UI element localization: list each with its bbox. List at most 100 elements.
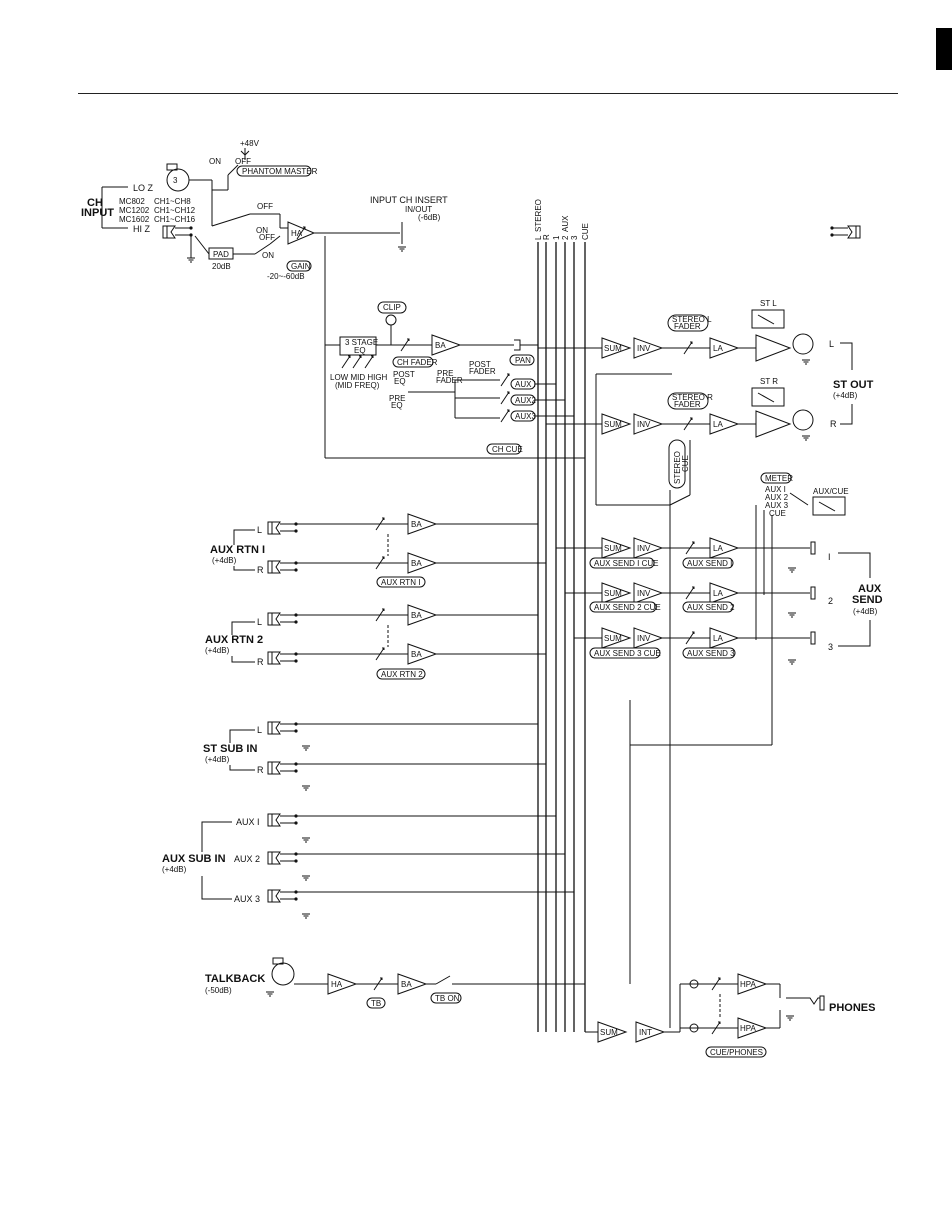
eq-title-1: 3 STAGE <box>345 338 378 347</box>
ch-input-section: 3 LO Z CH INPUT MC802 MC1202 MC1602 CH1~… <box>81 139 861 458</box>
model-mc1602: MC1602 <box>119 215 150 224</box>
aux-send-level-label: (+4dB) <box>853 607 878 616</box>
aux3-label: AUX3 <box>515 412 536 421</box>
inv-r-label: INV <box>637 420 651 429</box>
phantom-off-label: OFF <box>235 157 251 166</box>
stereo-r-fader-label-2: FADER <box>674 400 701 409</box>
st-l-meter-icon <box>751 309 785 329</box>
insert-jack-icon <box>829 225 861 239</box>
post-eq-label-1: POST <box>393 370 415 379</box>
ch-cue-label: CH CUE <box>492 445 523 454</box>
pre-fader-label-2: FADER <box>436 376 463 385</box>
hpa-l-icon <box>737 973 768 995</box>
aux-send2-cue-label: AUX SEND 2 CUE <box>594 603 661 612</box>
tb-pill <box>366 997 386 1009</box>
stereo-l-fader-label-1: STEREO L <box>672 315 712 324</box>
aux-send3-label: AUX SEND 3 <box>687 649 735 658</box>
meter-pill <box>760 472 792 484</box>
ch-fader-label: CH FADER <box>397 358 438 367</box>
channel-strip: CLIP 3 STAGE EQ LOW MID HIGH (MID FREQ) … <box>325 301 585 459</box>
clip-label: CLIP <box>383 303 401 312</box>
aux-send1-cue-pill <box>589 557 655 569</box>
bus-label-r: R <box>542 234 551 240</box>
inv-aux3-label: INV <box>637 634 651 643</box>
phantom-master-label: PHANTOM MASTER <box>242 167 318 176</box>
talkback-ha-label: HA <box>331 980 343 989</box>
stereo-l-fader-label-2: FADER <box>674 322 701 331</box>
sum-aux3-icon <box>601 627 632 649</box>
talkback-ba-label: BA <box>401 980 412 989</box>
tb-label: TB <box>371 999 381 1008</box>
st-l-xlr-icon <box>792 333 814 355</box>
phones-sum-node-l-icon <box>689 979 699 989</box>
svg-text:3: 3 <box>173 176 178 185</box>
cue-phones-pill <box>705 1046 767 1058</box>
channels-16: CH1~CH16 <box>154 215 196 224</box>
pan-pill <box>509 354 535 366</box>
aux-rtn1-r-label: R <box>257 565 264 575</box>
sum-aux2-label: SUM <box>604 589 622 598</box>
aux-rtn1-pill <box>376 576 426 588</box>
aux-rtn2-ba-r-label: BA <box>411 650 422 659</box>
insert-level: (-6dB) <box>418 213 441 222</box>
aux-rtn1-ba-r-label: BA <box>411 559 422 568</box>
aux-sub-in1-jack-icon <box>267 813 299 827</box>
insert-inout: IN/OUT <box>405 205 432 214</box>
aux-send3-cue-pill <box>589 647 661 659</box>
meter-sel-aux1: AUX I <box>765 485 786 494</box>
aux-out3-jack-icon <box>810 631 816 645</box>
aux-sub-in1-label: AUX I <box>236 817 260 827</box>
aux-sub-in2-label: AUX 2 <box>234 854 260 864</box>
talkback-ba-icon <box>397 973 428 995</box>
bus-label-1: 1 <box>552 235 561 240</box>
ha-label: HA <box>291 229 303 238</box>
channels-12: CH1~CH12 <box>154 206 196 215</box>
post-fader-label-1: POST <box>469 360 491 369</box>
sum-aux2-icon <box>601 582 632 604</box>
phones-jack-icon <box>786 997 820 1005</box>
aux-return-section: AUX RTN I (+4dB) L R BA BA AUX RTN I AUX… <box>205 513 546 680</box>
aux-rtn2-ba-l-icon <box>407 604 438 626</box>
sum-r-icon <box>601 413 632 435</box>
aux-rtn1-ba-r-icon <box>407 552 438 574</box>
pan-icon <box>514 339 521 351</box>
aux-send1-pill <box>682 557 734 569</box>
aux-sub-in3-label: AUX 3 <box>234 894 260 904</box>
pad-value-label: 20dB <box>212 262 231 271</box>
st-l-out-amp-icon <box>755 334 792 362</box>
aux-rtn2-level: (+4dB) <box>205 646 230 655</box>
la-aux1-label: LA <box>713 544 723 553</box>
aux-rtn1-l-jack-icon <box>267 521 299 535</box>
aux-rtn2-l-label: L <box>257 617 262 627</box>
st-sub-in-r-jack-icon <box>267 761 299 775</box>
insert-title: INPUT CH INSERT <box>370 195 448 205</box>
bus-label-stereo: STEREO <box>534 199 543 232</box>
aux-rtn1-label: AUX RTN I <box>210 544 265 556</box>
stereo-cue-label-2: CUE <box>681 455 690 472</box>
tb-on-label: TB ON <box>435 994 460 1003</box>
eq-title-2: EQ <box>354 346 366 355</box>
sw-on-label: ON <box>256 226 268 235</box>
hpa-r-label: HPA <box>740 1024 757 1033</box>
talkback-label: TALKBACK <box>205 973 265 985</box>
aux-send1-cue-label: AUX SEND I CUE <box>594 559 658 568</box>
aux-rtn2-ba-l-label: BA <box>411 611 422 620</box>
inv-l-label: INV <box>637 344 651 353</box>
st-r-out-amp-icon <box>755 410 792 438</box>
pan-label: PAN <box>515 356 531 365</box>
aux-out1-label: I <box>828 552 831 562</box>
st-sub-in-level: (+4dB) <box>205 755 230 764</box>
aux-rtn1-r-jack-icon <box>267 560 299 574</box>
sum-aux3-label: SUM <box>604 634 622 643</box>
aux-rtn1-l-label: L <box>257 525 262 535</box>
bus-label-l: L <box>534 235 543 240</box>
phones-int-icon <box>635 1021 666 1043</box>
aux-rtn2-label: AUX RTN 2 <box>205 634 263 646</box>
gain-label: GAIN <box>291 262 311 271</box>
bus-label-cue: CUE <box>581 223 590 240</box>
bus-label-3: 3 <box>570 235 579 240</box>
lo-z-label: LO Z <box>133 183 154 193</box>
talkback-mic-xlr-icon <box>271 962 295 986</box>
st-out-level-label: (+4dB) <box>833 391 858 400</box>
tb-on-switch-icon <box>435 975 451 985</box>
